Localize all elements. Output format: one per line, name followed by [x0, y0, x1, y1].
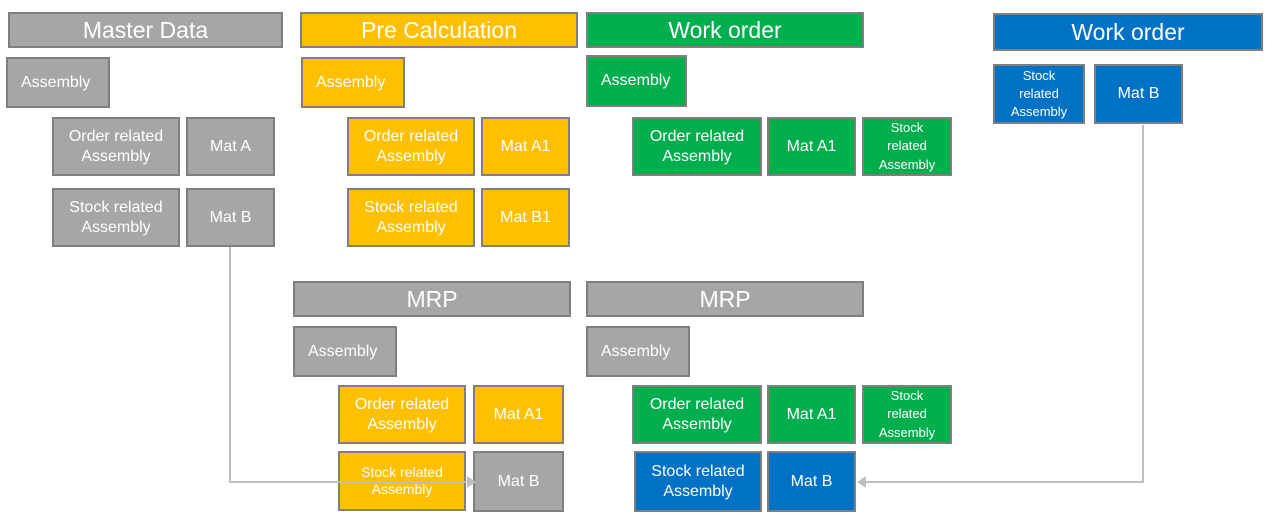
pre-calculation-header: Pre Calculation: [300, 12, 578, 48]
work-order-blue-header: Work order: [993, 13, 1263, 51]
arrow-left-icon: [857, 476, 866, 488]
mrp-right-assembly-box: Assembly: [586, 326, 690, 377]
mrp-left-order-related-assembly-box: Order related Assembly: [338, 385, 466, 444]
pre-calculation-order-related-assembly-box: Order related Assembly: [347, 117, 475, 176]
connector-matb-vertical-right: [1142, 125, 1144, 483]
pre-calculation-stock-related-assembly-box: Stock related Assembly: [347, 188, 475, 247]
master-data-mat-a-box: Mat A: [186, 117, 275, 176]
arrow-right-icon: [467, 476, 476, 488]
master-data-stock-related-assembly-box: Stock related Assembly: [52, 188, 180, 247]
mrp-left-header: MRP: [293, 281, 571, 317]
work-order-green-order-related-assembly-box: Order related Assembly: [632, 117, 762, 176]
mrp-right-order-related-assembly-box: Order related Assembly: [632, 385, 762, 444]
mrp-left-assembly-box: Assembly: [293, 326, 397, 377]
mrp-right-header: MRP: [586, 281, 864, 317]
work-order-green-stock-related-assembly-box: Stock related Assembly: [862, 117, 952, 176]
work-order-blue-stock-related-assembly-box: Stock related Assembly: [993, 64, 1085, 124]
pre-calculation-assembly-box: Assembly: [301, 57, 405, 108]
work-order-green-mat-a1-box: Mat A1: [767, 117, 856, 176]
work-order-green-header: Work order: [586, 12, 864, 48]
mrp-right-stock-related-assembly-green-box: Stock related Assembly: [862, 385, 952, 444]
master-data-mat-b-box: Mat B: [186, 188, 275, 247]
mrp-right-mat-a1-box: Mat A1: [767, 385, 856, 444]
mrp-left-mat-b-box: Mat B: [473, 451, 564, 512]
mrp-right-mat-b-box: Mat B: [767, 451, 856, 512]
master-data-order-related-assembly-box: Order related Assembly: [52, 117, 180, 176]
pre-calculation-mat-b1-box: Mat B1: [481, 188, 570, 247]
work-order-blue-mat-b-box: Mat B: [1094, 64, 1183, 124]
connector-matb-horizontal-right: [866, 481, 1144, 483]
work-order-green-assembly-box: Assembly: [586, 55, 687, 107]
master-data-header: Master Data: [8, 12, 283, 48]
mrp-right-stock-related-assembly-blue-box: Stock related Assembly: [634, 451, 762, 512]
mrp-left-mat-a1-box: Mat A1: [473, 385, 564, 444]
master-data-assembly-box: Assembly: [6, 57, 110, 108]
connector-matb-horizontal-left: [229, 481, 469, 483]
pre-calculation-mat-a1-box: Mat A1: [481, 117, 570, 176]
connector-matb-vertical-left: [229, 247, 231, 483]
